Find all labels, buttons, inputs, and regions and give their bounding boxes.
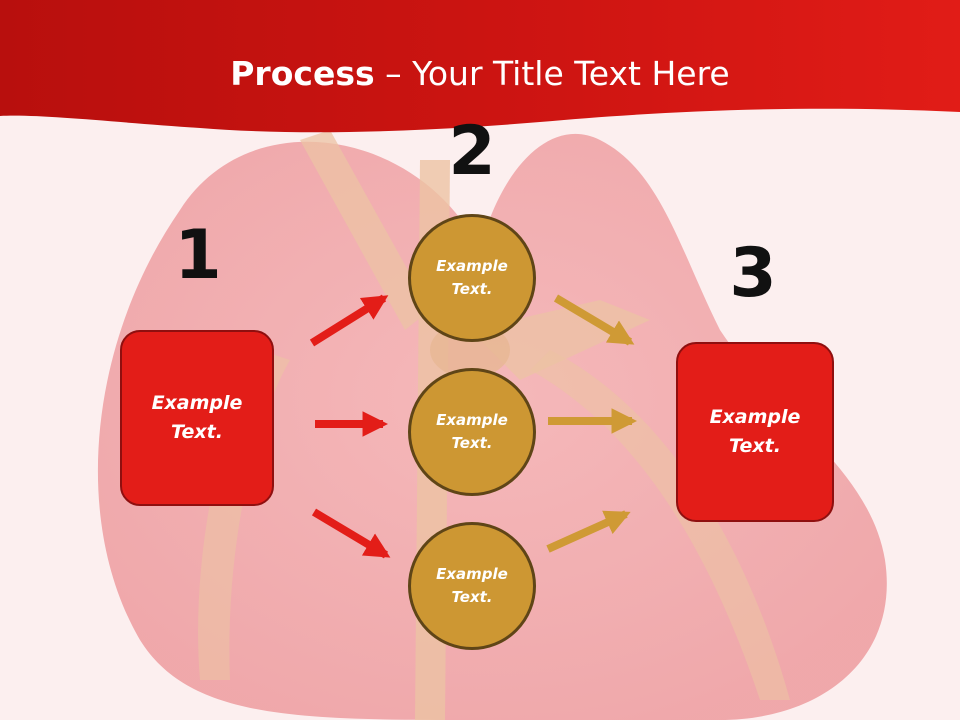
start-box: Example Text. <box>120 330 274 506</box>
end-box-text: Example Text. <box>709 406 801 457</box>
circle-node-top: Example Text. <box>408 214 536 342</box>
circle-node-middle: Example Text. <box>408 368 536 496</box>
header-band <box>0 0 960 133</box>
step-number-1: 1 <box>174 216 222 295</box>
start-box-text: Example Text. <box>151 392 243 443</box>
end-box: Example Text. <box>676 342 834 522</box>
ribbon-loop-left <box>198 350 290 680</box>
step-number-2: 2 <box>448 112 496 191</box>
step-number-3: 3 <box>729 234 777 313</box>
arrow-red-up <box>309 294 389 347</box>
title-bold: Process <box>230 54 375 93</box>
arrow-gold-down <box>553 294 635 346</box>
ribbon-loop-right <box>530 350 790 700</box>
slide-title: Process – Your Title Text Here <box>0 52 960 96</box>
ribbon-left <box>300 130 430 330</box>
arrow-red-down <box>311 508 391 559</box>
circle-mid-text: Example Text. <box>436 411 508 452</box>
circle-top-text: Example Text. <box>436 257 508 298</box>
circle-bot-text: Example Text. <box>436 565 508 606</box>
arrow-gold-up <box>546 510 631 553</box>
circle-node-bottom: Example Text. <box>408 522 536 650</box>
title-rest: – Your Title Text Here <box>374 54 730 93</box>
